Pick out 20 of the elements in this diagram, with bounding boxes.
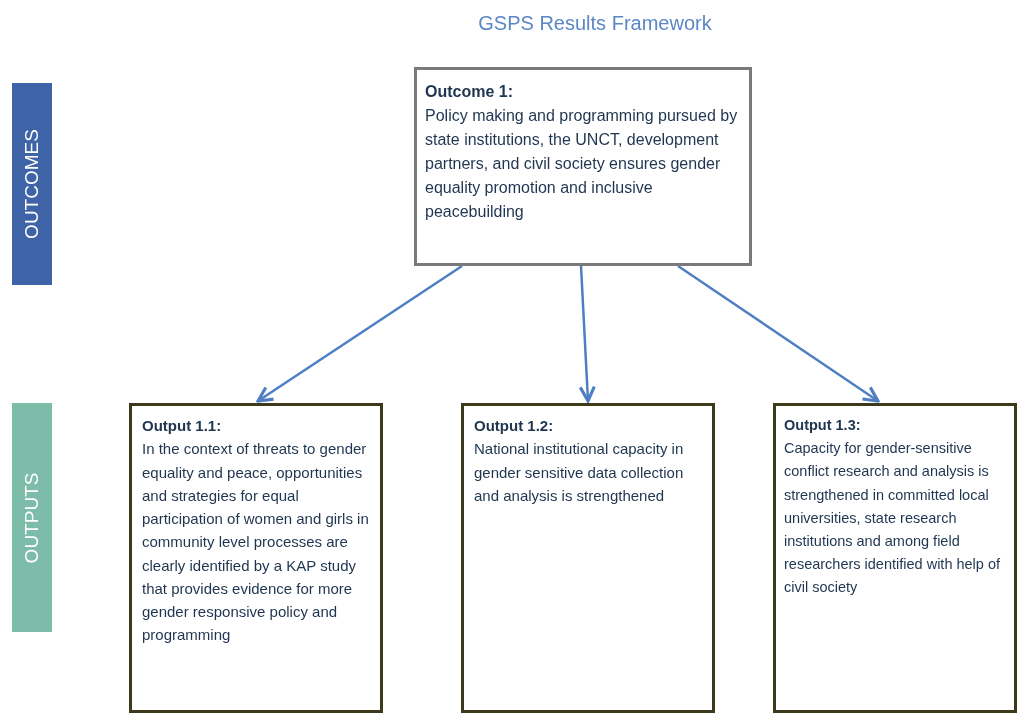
box-heading: Output 1.2:	[474, 416, 555, 436]
arrow	[677, 264, 880, 403]
box-text: In the context of threats to gender equality and peace, opportunities and strategies for equal participation of women and girls in community level processes are clearly identified by a KAP study that provides evidence for more gender responsive policy and programming	[142, 439, 370, 646]
section-band	[12, 403, 52, 632]
result-box	[461, 403, 715, 713]
section-label: OUTCOMES	[21, 129, 43, 239]
section-band	[12, 83, 52, 285]
box-heading: Output 1.1:	[142, 416, 223, 436]
result-box	[773, 403, 1017, 713]
arrow	[578, 265, 596, 403]
box-heading: Output 1.3:	[784, 416, 862, 435]
result-box	[414, 67, 752, 266]
section-label: OUTPUTS	[21, 472, 43, 563]
arrow	[256, 264, 463, 403]
box-text: Policy making and programming pursued by state institutions, the UNCT, development partners, and civil society ensures gender equality promotion and inclusive peacebuilding	[425, 106, 739, 222]
result-box	[129, 403, 383, 713]
box-text: Capacity for gender-sensitive conflict research and analysis is strengthened in committed local universities, state research institutions and among field researchers identified with help of civil society	[784, 439, 1001, 598]
box-heading: Outcome 1:	[425, 82, 514, 102]
diagram-title: GSPS Results Framework	[477, 12, 713, 35]
box-text: National institutional capacity in gender sensitive data collection and analysis is strengthened	[474, 439, 685, 506]
